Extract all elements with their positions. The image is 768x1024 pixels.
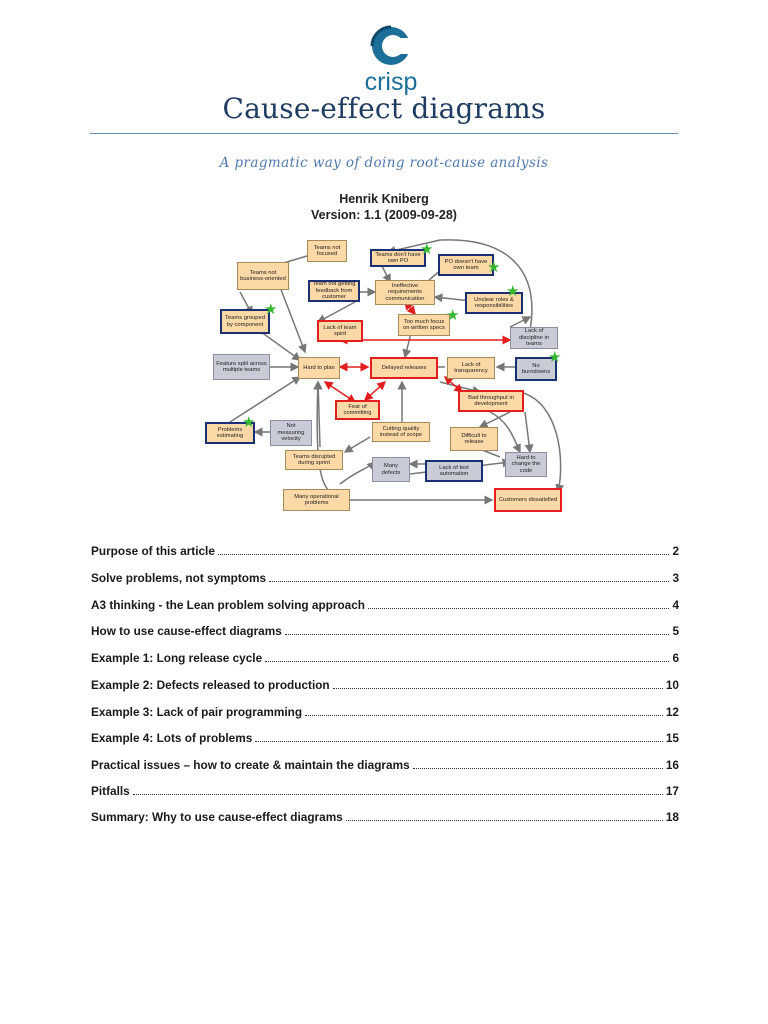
- toc-leader: [412, 768, 663, 769]
- toc-leader: [265, 661, 670, 662]
- toc-leader: [345, 820, 663, 821]
- node-teams-not-business-oriented: Teams not business-oriented: [237, 262, 289, 290]
- node-difficult-to-release: Difficult to release: [450, 427, 498, 451]
- star-icon: ★: [548, 349, 562, 366]
- toc-page-number: 17: [665, 784, 679, 798]
- star-icon: ★: [264, 301, 278, 318]
- toc-leader: [284, 634, 670, 635]
- crisp-logo: crisp: [356, 22, 426, 96]
- node-customers-dissatisfied: Customers dissatisfied: [494, 488, 562, 512]
- toc-entry[interactable]: Example 4: Lots of problems 15: [91, 729, 679, 745]
- toc-entry-title: Example 3: Lack of pair programming: [91, 705, 303, 719]
- cause-effect-diagram: Teams not focused Teams don't have own P…: [180, 232, 590, 522]
- toc-entry[interactable]: How to use cause-effect diagrams 5: [91, 622, 679, 638]
- toc-leader: [269, 581, 670, 582]
- node-bad-throughput: Bad throughput in development: [458, 390, 524, 412]
- node-not-measuring-velocity: Not measuring velocity: [270, 420, 312, 446]
- logo-wordmark: crisp: [365, 68, 418, 96]
- node-no-burndowns: No burndowns: [515, 357, 557, 381]
- toc-page-number: 15: [665, 731, 679, 745]
- document-title: Cause-effect diagrams: [222, 92, 546, 125]
- node-cutting-quality: Cutting quality instead of scope: [372, 422, 430, 442]
- toc-page-number: 3: [672, 571, 679, 585]
- toc-page-number: 16: [665, 758, 679, 772]
- version-info: Version: 1.1 (2009-09-28): [311, 208, 457, 222]
- toc-page-number: 4: [672, 598, 679, 612]
- author-name: Henrik Kniberg: [339, 192, 429, 206]
- toc-entry-title: Solve problems, not symptoms: [91, 571, 267, 585]
- toc-entry-title: Example 1: Long release cycle: [91, 651, 263, 665]
- node-po-doesnt-have-own-team: PO doesn't have own team: [438, 254, 494, 276]
- node-many-defects: Many defects: [372, 457, 410, 482]
- toc-entry-title: Practical issues – how to create & maint…: [91, 758, 410, 772]
- node-problems-estimating: Problems estimating: [205, 422, 255, 444]
- toc-entry[interactable]: Purpose of this article 2: [91, 542, 679, 558]
- toc-page-number: 10: [665, 678, 679, 692]
- node-teams-grouped-by-component: Teams grouped by component: [220, 309, 270, 334]
- title-divider: [90, 133, 678, 134]
- node-feature-split: Feature split across multiple teams: [213, 354, 270, 380]
- toc-entry[interactable]: Solve problems, not symptoms 3: [91, 569, 679, 585]
- toc-page-number: 18: [665, 810, 679, 824]
- node-lack-of-discipline: Lack of discipline in teams: [510, 327, 558, 349]
- node-many-operational-problems: Many operational problems: [283, 489, 350, 511]
- toc-entry[interactable]: Summary: Why to use cause-effect diagram…: [91, 808, 679, 824]
- toc-leader: [305, 715, 663, 716]
- node-team-not-getting-feedback: Team not getting feedback from customer: [308, 280, 360, 302]
- node-delayed-releases: Delayed releases: [370, 357, 438, 379]
- toc-leader: [367, 608, 670, 609]
- node-teams-disrupted: Teams disrupted during sprint: [285, 450, 343, 470]
- toc-page-number: 5: [672, 624, 679, 638]
- node-too-much-focus-on-written-specs: Too much focus on written specs: [398, 314, 450, 336]
- node-fear-of-committing: Fear of committing: [335, 400, 380, 420]
- node-lack-of-test-automation: Lack of test automation: [425, 460, 483, 482]
- toc-entry-title: A3 thinking - the Lean problem solving a…: [91, 598, 365, 612]
- toc-page-number: 6: [672, 651, 679, 665]
- toc-leader: [332, 688, 663, 689]
- star-icon: ★: [487, 259, 501, 276]
- node-teams-not-focused: Teams not focused: [307, 240, 347, 262]
- star-icon: ★: [242, 414, 256, 431]
- toc-leader: [255, 741, 663, 742]
- toc-entry-title: Example 2: Defects released to productio…: [91, 678, 330, 692]
- toc-entry-title: Pitfalls: [91, 784, 130, 798]
- toc-entry[interactable]: Pitfalls 17: [91, 782, 679, 798]
- toc-entry-title: How to use cause-effect diagrams: [91, 624, 282, 638]
- star-icon: ★: [420, 241, 434, 258]
- node-unclear-roles: Unclear roles & responsibilities: [465, 292, 523, 314]
- node-teams-dont-have-own-po: Teams don't have own PO: [370, 249, 426, 267]
- toc-entry-title: Purpose of this article: [91, 544, 215, 558]
- toc-entry-title: Example 4: Lots of problems: [91, 731, 253, 745]
- toc-entry[interactable]: Example 2: Defects released to productio…: [91, 676, 679, 692]
- toc-page-number: 2: [672, 544, 679, 558]
- document-subtitle: A pragmatic way of doing root-cause anal…: [219, 155, 549, 171]
- toc-entry[interactable]: A3 thinking - the Lean problem solving a…: [91, 596, 679, 612]
- node-lack-of-transparency: Lack of transparency: [447, 357, 495, 379]
- toc-entry-title: Summary: Why to use cause-effect diagram…: [91, 810, 343, 824]
- toc-entry[interactable]: Practical issues – how to create & maint…: [91, 756, 679, 772]
- node-hard-to-plan: Hard to plan: [298, 357, 340, 379]
- toc-leader: [217, 554, 670, 555]
- crisp-logo-mark: crisp: [365, 25, 422, 96]
- star-icon: ★: [446, 307, 460, 324]
- toc-entry[interactable]: Example 3: Lack of pair programming 12: [91, 703, 679, 719]
- node-lack-of-team-spirit: Lack of team spirit: [317, 320, 363, 342]
- node-hard-to-change-code: Hard to change the code: [505, 452, 547, 477]
- star-icon: ★: [506, 283, 520, 300]
- toc-leader: [132, 794, 663, 795]
- toc-entry[interactable]: Example 1: Long release cycle 6: [91, 649, 679, 665]
- toc-page-number: 12: [665, 705, 679, 719]
- node-ineffective-requirements: Ineffective requirements communication: [375, 280, 435, 305]
